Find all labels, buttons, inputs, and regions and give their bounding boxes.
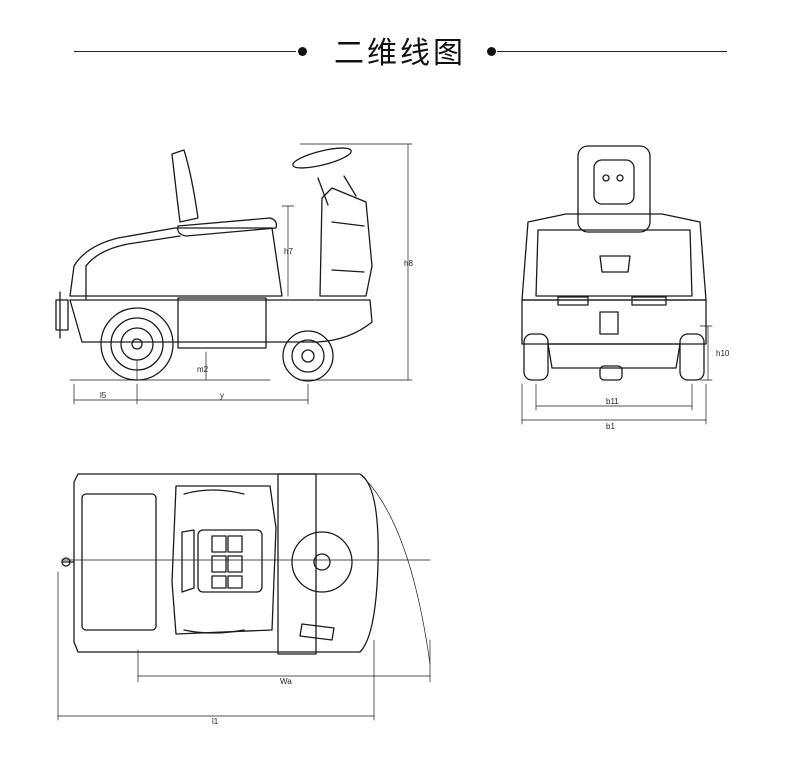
front-tow-hook [599,311,619,335]
top-seat-area [171,485,277,635]
side-view [55,147,373,382]
top-pedal [299,623,335,641]
top-tow-coupler [61,557,71,567]
front-seat-back [577,145,651,233]
top-view-dimensions [57,473,431,721]
side-chassis [69,299,373,343]
side-battery-cover [177,297,267,349]
side-view-dimensions [69,143,413,405]
header-rule-left [74,51,296,52]
side-tow-coupler [55,299,69,331]
dim-label-b1: b1 [606,422,615,431]
dim-label-h8: h8 [404,259,413,268]
side-front-console [319,187,373,297]
top-cargo-deck [81,493,157,631]
header-bullet-right [487,47,496,56]
side-seat-back [171,149,199,223]
dim-label-b11: b11 [606,397,619,406]
front-wheel-left [523,333,549,381]
side-steering-column [317,177,329,206]
front-center-caster [599,365,623,381]
top-view [61,473,379,655]
header-rule-right [497,51,727,52]
side-body-shell [69,227,283,297]
top-seat [197,529,263,593]
section-header: 二维线图 [0,22,800,82]
top-front-column [277,473,317,655]
front-wheel-right [679,333,705,381]
page-title: 二维线图 [334,36,466,71]
side-front-wheel [282,330,334,382]
front-body [521,213,707,301]
top-steering-wheel [291,531,353,593]
front-view-dimensions [521,325,713,425]
front-view [521,145,707,381]
dim-label-h10: h10 [716,349,730,358]
front-bumper [521,299,707,345]
side-seat-cushion [177,217,278,237]
dim-label-m2: m2 [197,365,209,374]
dim-label-wa: Wa [280,677,292,686]
dim-label-h7: h7 [284,247,293,256]
dim-label-l1: l1 [212,717,219,726]
dim-label-y: y [220,391,224,400]
dim-label-l5: l5 [100,391,107,400]
header-bullet-left [298,47,307,56]
side-steering-wheel [292,147,352,169]
